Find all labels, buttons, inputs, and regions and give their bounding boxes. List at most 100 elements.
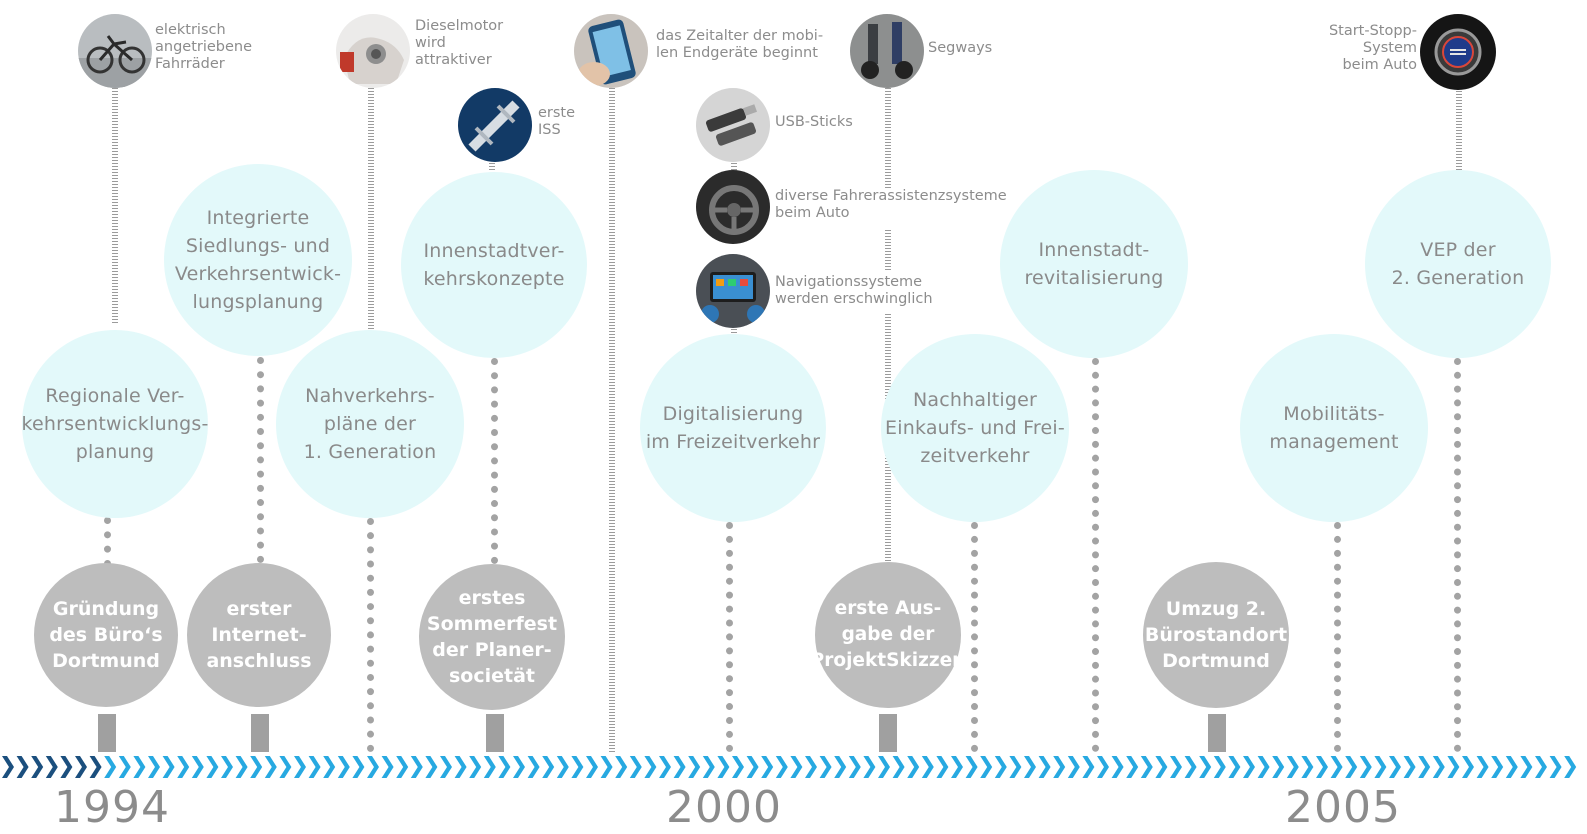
chevron xyxy=(1418,756,1431,778)
chevron xyxy=(469,756,482,778)
innovation-label-smartphone: das Zeitalter der mobi- len Endgeräte be… xyxy=(656,28,824,61)
timeline-arrow xyxy=(2,756,1577,778)
chevron xyxy=(294,756,306,778)
chevron xyxy=(410,756,423,778)
chevron xyxy=(148,756,160,778)
diesel-engine-photo xyxy=(336,14,410,88)
chevron xyxy=(1170,756,1182,778)
chevron xyxy=(31,756,44,778)
chevron xyxy=(498,756,511,778)
chevron xyxy=(805,756,817,778)
innovation-label-usb: USB-Sticks xyxy=(775,114,853,130)
chevron xyxy=(1447,756,1460,778)
start-stop-button-photo xyxy=(1420,14,1496,90)
chevron xyxy=(1403,756,1416,778)
chevron xyxy=(863,756,876,778)
chevron xyxy=(425,756,438,778)
chevron xyxy=(133,756,146,778)
connector-line xyxy=(1456,88,1462,172)
innovation-label-segway: Segways xyxy=(928,40,993,56)
chevron xyxy=(264,756,277,778)
dotted-connector xyxy=(726,522,733,752)
dotted-connector xyxy=(1092,358,1099,752)
chevron xyxy=(1009,756,1022,778)
chevron xyxy=(1549,756,1562,778)
innovation-label-navigation: Navigationssysteme werden erschwinglich xyxy=(775,274,933,307)
chevron xyxy=(352,756,365,778)
e-bike-photo xyxy=(78,14,152,88)
chevron xyxy=(1228,756,1241,778)
chevron xyxy=(250,756,263,778)
topic-digitalisierung-freizeitverkehr: Digitalisierung im Freizeitverkehr xyxy=(640,334,826,522)
chevron xyxy=(980,756,993,778)
chevron xyxy=(761,756,774,778)
chevron xyxy=(381,756,394,778)
chevron xyxy=(1345,756,1358,778)
topic-regionale-verkehrsentwicklungsplanung: Regionale Ver- kehrsentwicklungs- planun… xyxy=(22,330,208,518)
milestone-sommerfest: erstes Sommerfest der Planer- societät xyxy=(419,564,565,710)
milestone-stem xyxy=(98,714,116,752)
topic-nahverkehrsplaene-1-generation: Nahverkehrs- pläne der 1. Generation xyxy=(276,330,464,518)
chevron xyxy=(75,756,87,778)
milestone-stem xyxy=(879,714,897,752)
chevron xyxy=(1257,756,1270,778)
chevron xyxy=(1476,756,1489,778)
chevron xyxy=(965,756,978,778)
year-label-2005: 2005 xyxy=(1285,782,1401,833)
chevron xyxy=(1097,756,1109,778)
chevron xyxy=(279,756,292,778)
chevron xyxy=(1184,756,1197,778)
chevron xyxy=(337,756,350,778)
chevron xyxy=(1505,756,1518,778)
chevron xyxy=(659,756,671,778)
chevron xyxy=(834,756,847,778)
chevron xyxy=(1301,756,1314,778)
chevron xyxy=(396,756,409,778)
topic-innenstadtrevitalisierung: Innenstadt- revitalisierung xyxy=(1000,170,1188,358)
chevron xyxy=(323,756,336,778)
chevron xyxy=(104,756,117,778)
innovation-label-start-stop: Start-Stopp- System beim Auto xyxy=(1328,23,1417,73)
car-navigation-photo xyxy=(696,254,770,328)
milestone-stem xyxy=(1208,714,1226,752)
innovation-label-assist: diverse Fahrerassistenzsysteme beim Auto xyxy=(775,188,1007,221)
chevron xyxy=(527,756,540,778)
chevron xyxy=(775,756,788,778)
chevron xyxy=(60,756,73,778)
year-label-1994: 1994 xyxy=(54,782,170,833)
chevron xyxy=(994,756,1007,778)
chevron xyxy=(1359,756,1372,778)
dotted-connector xyxy=(104,517,111,567)
chevron xyxy=(1535,756,1547,778)
chevron xyxy=(673,756,686,778)
milestone-umzug-buerostandort: Umzug 2. Bürostandort Dortmund xyxy=(1143,562,1289,708)
chevron xyxy=(191,756,204,778)
chevron xyxy=(1140,756,1153,778)
chevron xyxy=(615,756,628,778)
chevron xyxy=(221,756,233,778)
chevron xyxy=(848,756,861,778)
milestone-stem xyxy=(251,714,269,752)
innovation-label-e-bike: elektrisch angetriebene Fahrräder xyxy=(155,22,253,72)
chevron xyxy=(907,756,920,778)
chevron xyxy=(2,756,14,778)
connector-line xyxy=(489,160,495,172)
chevron xyxy=(235,756,248,778)
dotted-connector xyxy=(971,522,978,752)
chevron xyxy=(571,756,584,778)
chevron xyxy=(1067,756,1080,778)
chevron xyxy=(1024,756,1036,778)
chevron xyxy=(1199,756,1212,778)
chevron xyxy=(688,756,701,778)
milestone-stem xyxy=(486,714,504,752)
chevron xyxy=(921,756,934,778)
chevron xyxy=(483,756,496,778)
chevron xyxy=(1432,756,1445,778)
dotted-connector xyxy=(1334,522,1341,752)
chevron xyxy=(790,756,803,778)
chevron xyxy=(819,756,832,778)
chevron xyxy=(586,756,598,778)
chevron xyxy=(1520,756,1533,778)
dotted-connector xyxy=(257,357,264,563)
innovation-label-diesel: Dieselmotor wird attraktiver xyxy=(415,18,504,68)
